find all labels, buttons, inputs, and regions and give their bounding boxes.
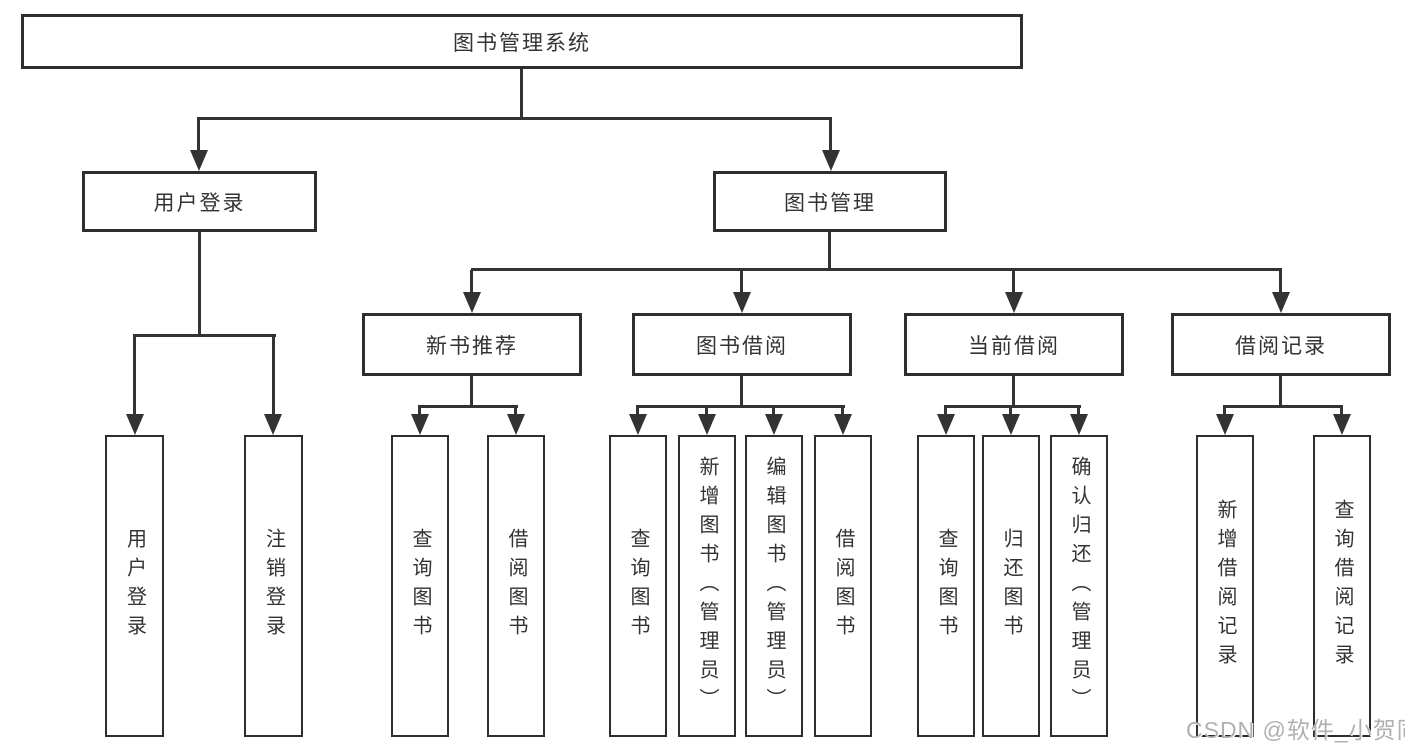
- connector-newbook-drop-1: [418, 406, 421, 417]
- arrow-to-borrow-record: [1272, 292, 1290, 313]
- leaf-newbook-borrow: 借阅图书: [487, 435, 545, 737]
- arrow-to-borrow-query: [629, 414, 647, 435]
- node-borrow-record: 借阅记录: [1171, 313, 1391, 376]
- connector-root-stem: [520, 69, 523, 119]
- leaf-current-return-label: 归还图书: [1000, 528, 1022, 644]
- connector-newbook-drop-2: [514, 406, 517, 417]
- connector-currentborrow-drop-3: [1077, 406, 1080, 417]
- connector-currentborrow-stem: [1012, 376, 1015, 407]
- leaf-current-query: 查询图书: [917, 435, 975, 737]
- leaf-borrow-add-label: 新增图书（管理员）: [696, 455, 718, 717]
- connector-borrowrecord-rail: [1223, 405, 1343, 408]
- connector-bookmgmt-drop-2: [740, 270, 743, 295]
- connector-newbook-rail: [418, 405, 518, 408]
- connector-borrowrecord-drop-1: [1223, 406, 1226, 417]
- connector-bookborrow-stem: [740, 376, 743, 407]
- arrow-to-current-return: [1002, 414, 1020, 435]
- connector-bookmgmt-rail: [471, 268, 1282, 271]
- connector-bookborrow-rail: [636, 405, 845, 408]
- leaf-newbook-query-label: 查询图书: [409, 528, 431, 644]
- connector-bookmgmt-drop-4: [1279, 270, 1282, 295]
- leaf-record-add-label: 新增借阅记录: [1214, 499, 1236, 673]
- leaf-borrow-borrow-label: 借阅图书: [832, 528, 854, 644]
- arrow-to-newbook-borrow: [507, 414, 525, 435]
- connector-borrowrecord-drop-2: [1340, 406, 1343, 417]
- leaf-record-query-label: 查询借阅记录: [1331, 499, 1353, 673]
- connector-currentborrow-rail: [944, 405, 1081, 408]
- connector-bookborrow-drop-3: [772, 406, 775, 417]
- connector-bookborrow-drop-1: [636, 406, 639, 417]
- leaf-logout: 注销登录: [244, 435, 303, 737]
- arrow-to-record-query: [1333, 414, 1351, 435]
- arrow-to-borrow-edit: [765, 414, 783, 435]
- connector-bookmgmt-stem: [828, 232, 831, 271]
- connector-currentborrow-drop-1: [944, 406, 947, 417]
- node-book-borrow-label: 图书借阅: [696, 334, 788, 358]
- leaf-current-confirm: 确认归还（管理员）: [1050, 435, 1108, 737]
- arrow-to-leaf-user-login: [126, 414, 144, 435]
- connector-root-rail: [197, 117, 832, 120]
- node-book-mgmt-label: 图书管理: [784, 191, 876, 215]
- node-book-mgmt: 图书管理: [713, 171, 947, 232]
- node-root-label: 图书管理系统: [453, 31, 591, 55]
- leaf-borrow-query-label: 查询图书: [627, 528, 649, 644]
- arrow-to-borrow-borrow: [834, 414, 852, 435]
- arrow-to-current-borrow: [1005, 292, 1023, 313]
- arrow-to-current-confirm: [1070, 414, 1088, 435]
- connector-userlogin-rail: [133, 334, 276, 337]
- connector-bookmgmt-drop-3: [1012, 270, 1015, 295]
- arrow-to-leaf-logout: [264, 414, 282, 435]
- leaf-borrow-borrow: 借阅图书: [814, 435, 872, 737]
- connector-userlogin-stem: [198, 232, 201, 336]
- connector-bookmgmt-drop-1: [470, 270, 473, 295]
- node-book-borrow: 图书借阅: [632, 313, 852, 376]
- connector-root-drop-right: [829, 118, 832, 153]
- leaf-borrow-query: 查询图书: [609, 435, 667, 737]
- node-current-borrow-label: 当前借阅: [968, 334, 1060, 358]
- connector-borrowrecord-stem: [1279, 376, 1282, 407]
- leaf-borrow-add: 新增图书（管理员）: [678, 435, 736, 737]
- leaf-current-confirm-label: 确认归还（管理员）: [1068, 455, 1090, 717]
- connector-bookborrow-drop-2: [705, 406, 708, 417]
- arrow-to-book-mgmt: [822, 150, 840, 171]
- connector-newbook-stem: [470, 376, 473, 407]
- arrow-to-newbook-query: [411, 414, 429, 435]
- leaf-borrow-edit-label: 编辑图书（管理员）: [763, 455, 785, 717]
- connector-currentborrow-drop-2: [1009, 406, 1012, 417]
- connector-bookborrow-drop-4: [841, 406, 844, 417]
- leaf-record-query: 查询借阅记录: [1313, 435, 1371, 737]
- node-user-login-label: 用户登录: [153, 191, 246, 215]
- leaf-newbook-query: 查询图书: [391, 435, 449, 737]
- node-new-book: 新书推荐: [362, 313, 582, 376]
- leaf-user-login: 用户登录: [105, 435, 164, 737]
- connector-root-drop-left: [197, 118, 200, 153]
- connector-userlogin-drop-1: [133, 335, 136, 417]
- arrow-to-book-borrow: [733, 292, 751, 313]
- arrow-to-record-add: [1216, 414, 1234, 435]
- leaf-user-login-label: 用户登录: [123, 528, 146, 644]
- node-root: 图书管理系统: [21, 14, 1023, 69]
- leaf-newbook-borrow-label: 借阅图书: [505, 528, 527, 644]
- csdn-watermark: CSDN @软件_小贺同学: [1186, 717, 1405, 743]
- arrow-to-current-query: [937, 414, 955, 435]
- leaf-record-add: 新增借阅记录: [1196, 435, 1254, 737]
- connector-userlogin-drop-2: [272, 335, 275, 417]
- leaf-logout-label: 注销登录: [262, 528, 285, 644]
- arrow-to-new-book: [463, 292, 481, 313]
- node-new-book-label: 新书推荐: [426, 334, 518, 358]
- arrow-to-borrow-add: [698, 414, 716, 435]
- node-current-borrow: 当前借阅: [904, 313, 1124, 376]
- leaf-current-query-label: 查询图书: [935, 528, 957, 644]
- leaf-borrow-edit: 编辑图书（管理员）: [745, 435, 803, 737]
- leaf-current-return: 归还图书: [982, 435, 1040, 737]
- node-user-login: 用户登录: [82, 171, 317, 232]
- node-borrow-record-label: 借阅记录: [1235, 334, 1327, 358]
- arrow-to-user-login: [190, 150, 208, 171]
